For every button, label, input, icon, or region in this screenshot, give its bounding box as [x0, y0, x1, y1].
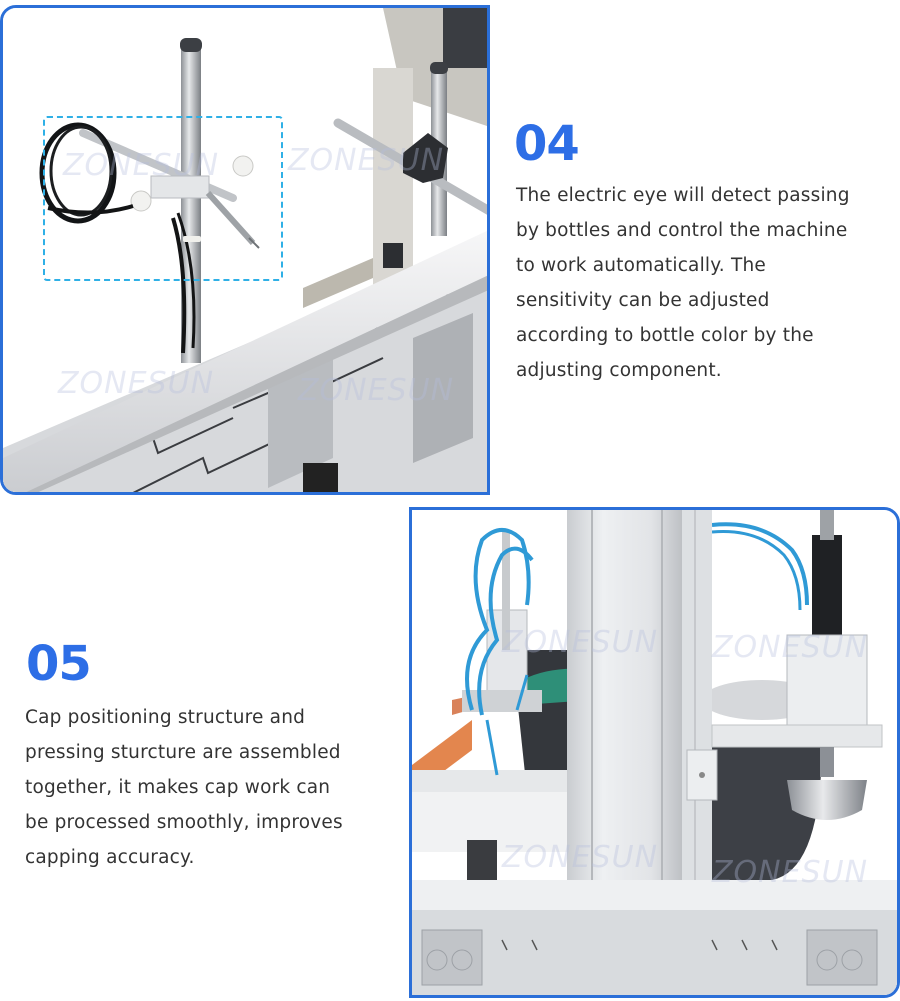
electric-eye-illustration: [3, 8, 487, 492]
capping-structure-photo: ZONESUN ZONESUN ZONESUN ZONESUN: [409, 507, 900, 998]
electric-eye-photo: ZONESUN ZONESUN ZONESUN ZONESUN: [0, 5, 490, 495]
section-description-05: Cap positioning structure and pressing s…: [25, 700, 405, 875]
description-line: to work automatically. The: [516, 255, 766, 276]
description-line: according to bottle color by the: [516, 325, 814, 346]
sensor-highlight-box: [43, 116, 283, 281]
description-line: capping accuracy.: [25, 847, 195, 868]
section-description-04: The electric eye will detect passing by …: [516, 178, 896, 388]
description-line: by bottles and control the machine: [516, 220, 848, 241]
section-number-05: 05: [26, 636, 92, 692]
description-line: sensitivity can be adjusted: [516, 290, 770, 311]
capping-structure-illustration: [412, 510, 897, 995]
description-line: be processed smoothly, improves: [25, 812, 343, 833]
description-line: Cap positioning structure and: [25, 707, 306, 728]
section-number-04: 04: [514, 116, 580, 172]
description-line: pressing sturcture are assembled: [25, 742, 341, 763]
description-line: The electric eye will detect passing: [516, 185, 850, 206]
description-line: together, it makes cap work can: [25, 777, 331, 798]
description-line: adjusting component.: [516, 360, 722, 381]
